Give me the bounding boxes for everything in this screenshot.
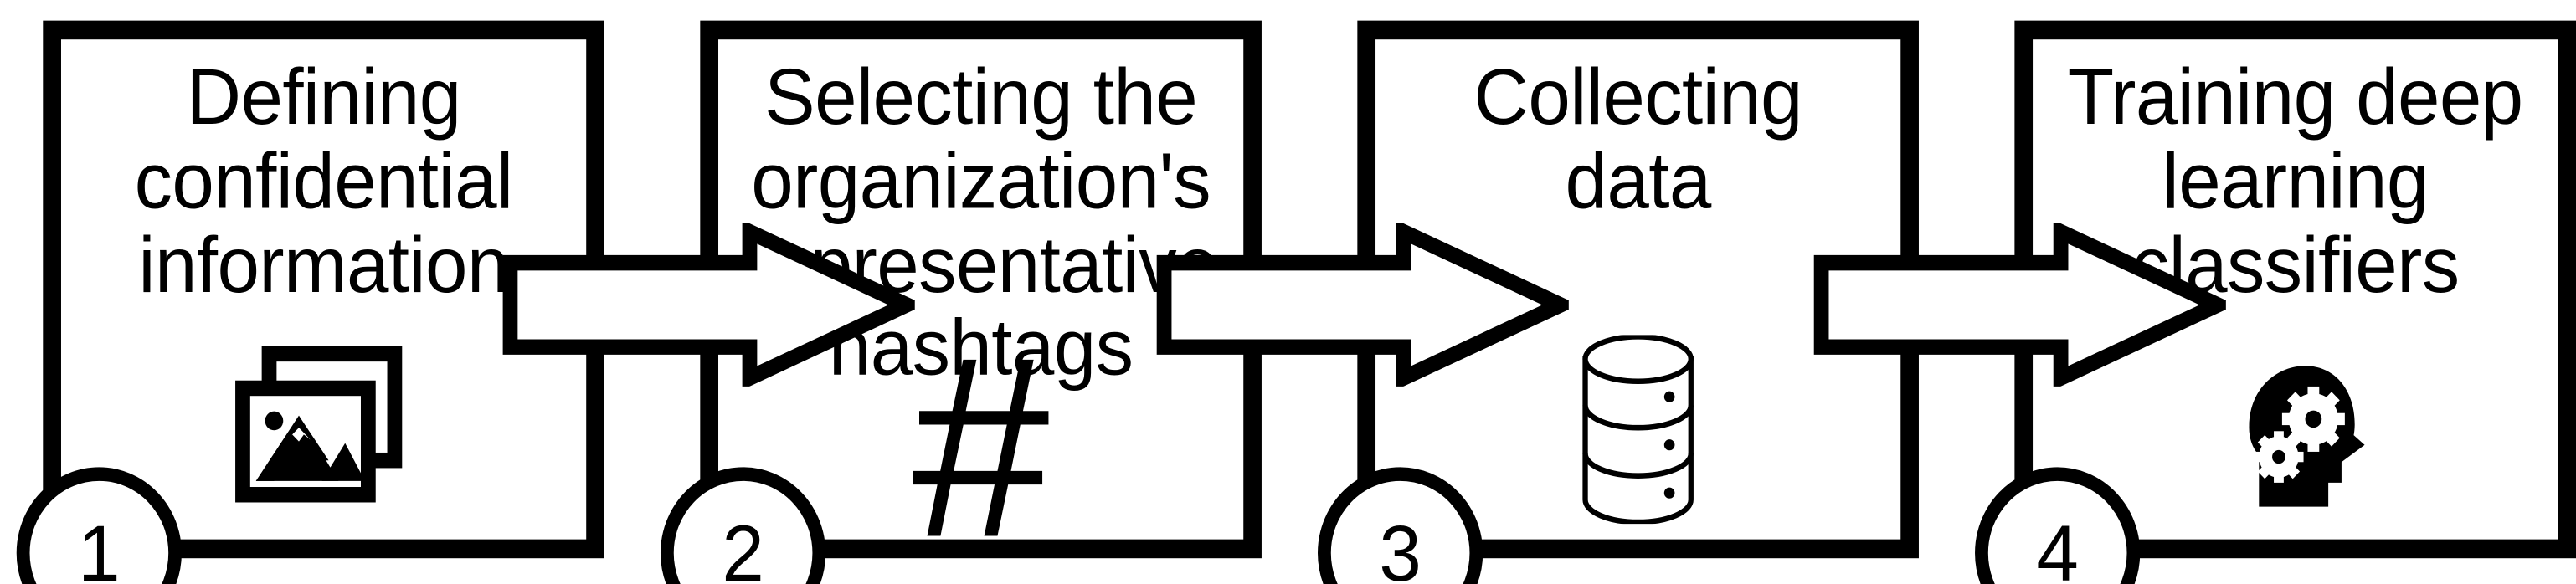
step-label-1: Defining confidential information — [134, 51, 514, 309]
arrow-2-to-3 — [1156, 219, 1579, 390]
step-icon-1 — [43, 335, 604, 524]
step-label-3: Collecting data — [1473, 51, 1802, 225]
hashtag-icon: # — [912, 302, 1050, 584]
arrow-1-to-2 — [502, 219, 925, 390]
step-icon-3 — [1357, 335, 1919, 525]
step-icon-2: # — [700, 318, 1262, 576]
arrow-3-to-4 — [1813, 219, 2236, 390]
step-icon-4 — [2014, 344, 2576, 525]
